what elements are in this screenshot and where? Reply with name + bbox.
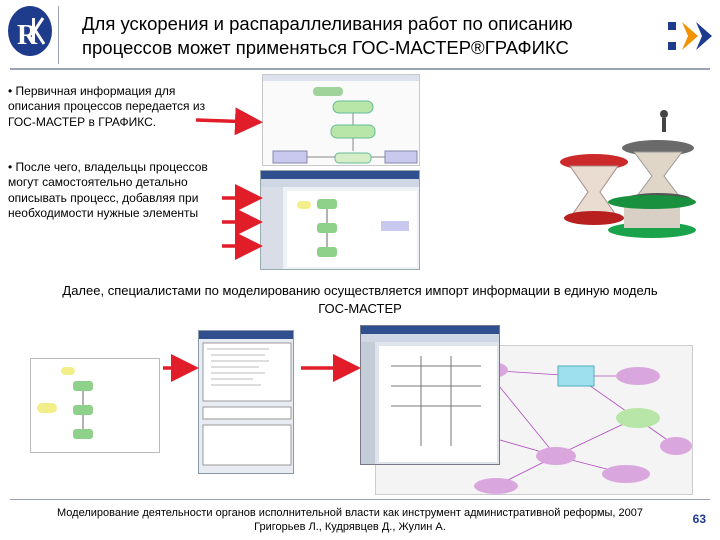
graphics-editor-screenshot [260, 170, 420, 270]
logo-emblem: R [8, 6, 52, 56]
import-dialog-screenshot [198, 330, 294, 474]
page-number: 63 [692, 512, 706, 526]
bullet-owners-detail: • После чего, владельцы процессов могут … [8, 160, 208, 221]
brand-chevrons-icon [668, 22, 712, 50]
title-rule [10, 68, 710, 70]
import-note: Далее, специалистами по моделированию ос… [62, 283, 658, 316]
page-title: Для ускорения и распараллеливания работ … [82, 13, 573, 58]
process-diagram-screenshot [262, 74, 420, 166]
footer-line-2: Григорьев Л., Кудрявцев Д., Жулин А. [254, 521, 446, 533]
bullet-primary-info: • Первичная информация для описания проц… [8, 84, 206, 129]
footer: Моделирование деятельности органов испол… [20, 506, 680, 534]
header-divider [58, 6, 59, 64]
footer-rule [10, 499, 710, 500]
model-editor-screenshot [360, 325, 500, 465]
flowchart-screenshot [30, 358, 160, 453]
hourglass-photo [546, 90, 704, 250]
footer-line-1: Моделирование деятельности органов испол… [56, 507, 643, 519]
